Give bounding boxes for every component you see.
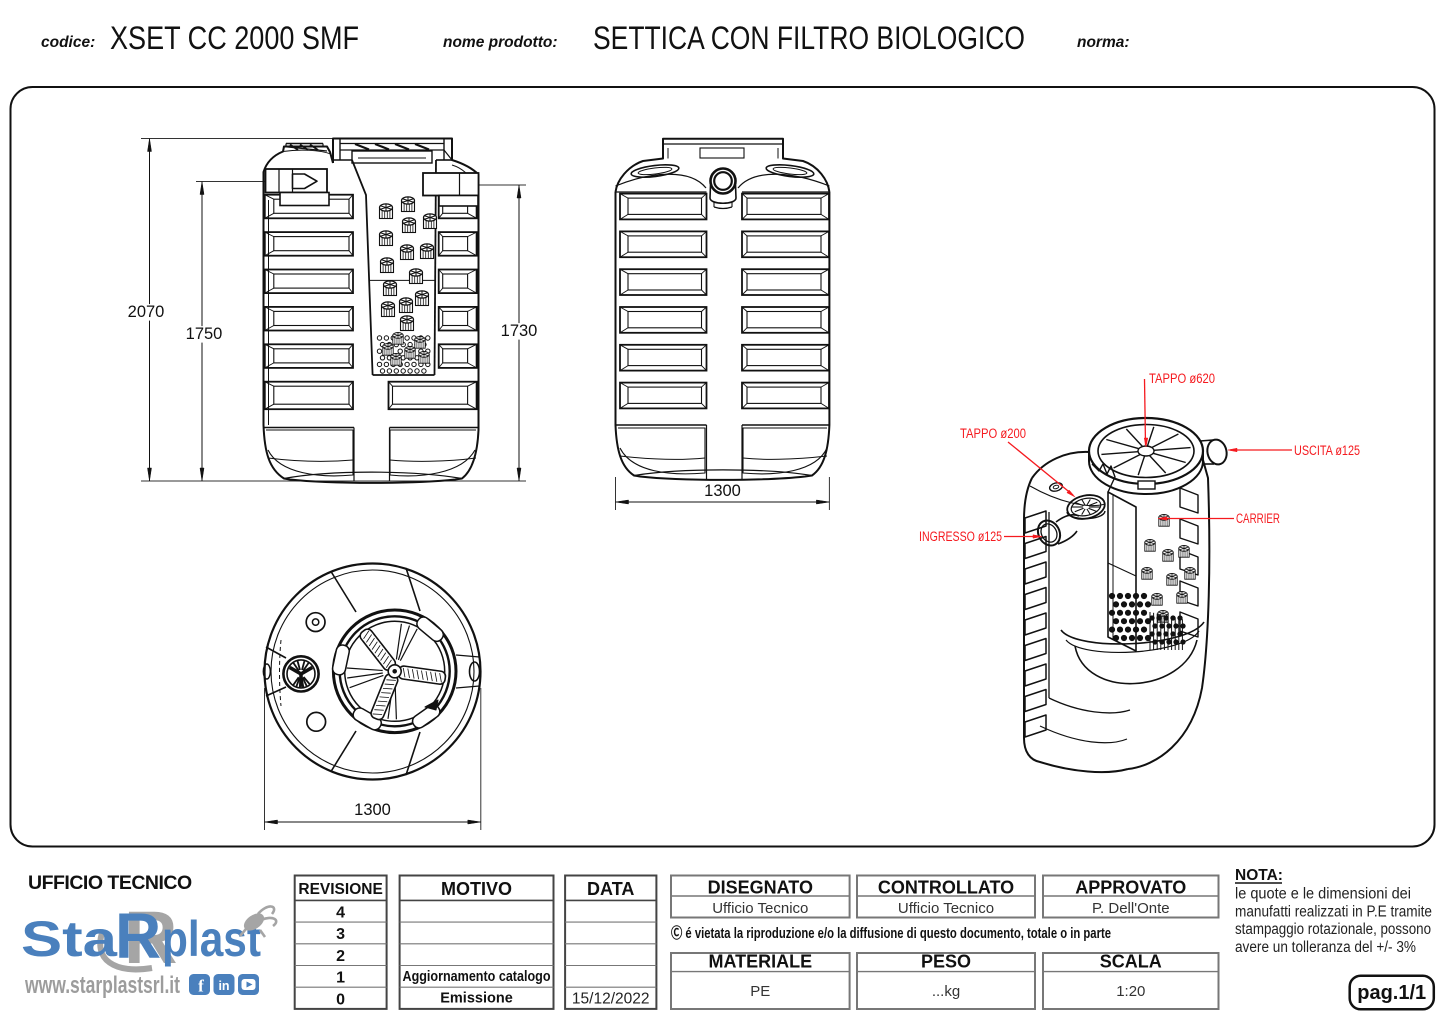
svg-text:norma:: norma: [1077,34,1130,51]
svg-text:DISEGNATO: DISEGNATO [708,878,813,898]
svg-text:nome prodotto:: nome prodotto: [443,34,558,51]
svg-text:1:20: 1:20 [1116,983,1145,1000]
svg-text:CARRIER: CARRIER [1236,511,1280,526]
svg-text:PESO: PESO [921,952,971,972]
svg-text:3: 3 [336,926,345,943]
svg-text:1300: 1300 [354,801,391,819]
svg-text:manufatti realizzati in P.E tr: manufatti realizzati in P.E tramite [1235,903,1432,920]
svg-text:Ufficio Tecnico: Ufficio Tecnico [898,900,994,917]
svg-text:USCITA ø125: USCITA ø125 [1294,443,1360,458]
svg-text:le quote e le dimensioni dei: le quote e le dimensioni dei [1235,886,1411,903]
svg-text:codice:: codice: [41,34,95,51]
svg-text:in: in [218,979,229,993]
svg-text:P. Dell'Onte: P. Dell'Onte [1092,900,1170,917]
svg-text:INGRESSO ø125: INGRESSO ø125 [919,529,1002,544]
svg-text:PE: PE [750,983,770,1000]
svg-text:Ⓒ é vietata la riproduzione e/: Ⓒ é vietata la riproduzione e/o la diffu… [671,924,1111,942]
svg-text:XSET CC 2000 SMF: XSET CC 2000 SMF [110,20,359,56]
svg-text:2: 2 [336,948,345,965]
svg-text:SETTICA CON FILTRO BIOLOGICO: SETTICA CON FILTRO BIOLOGICO [593,20,1025,56]
svg-text:TAPPO ø200: TAPPO ø200 [960,426,1026,441]
svg-text:www.starplastsrl.it: www.starplastsrl.it [24,972,180,999]
svg-text:pag.1/1: pag.1/1 [1357,982,1426,1004]
svg-text:APPROVATO: APPROVATO [1075,878,1186,898]
svg-text:0: 0 [336,991,345,1008]
svg-text:2070: 2070 [128,303,165,321]
svg-text:Emissione: Emissione [440,991,513,1007]
svg-text:Sta: Sta [21,911,118,967]
svg-text:R: R [124,896,177,979]
svg-text:1300: 1300 [704,482,741,500]
svg-text:...kg: ...kg [932,983,960,1000]
svg-text:1750: 1750 [186,325,223,343]
svg-text:NOTA:: NOTA: [1235,867,1283,884]
svg-text:Ufficio Tecnico: Ufficio Tecnico [712,900,808,917]
svg-text:REVISIONE: REVISIONE [298,881,382,898]
svg-text:Aggiornamento catalogo: Aggiornamento catalogo [403,968,551,985]
svg-text:DATA: DATA [587,879,634,899]
svg-text:R: R [115,900,161,972]
svg-text:avere un tolleranza del +/- 3%: avere un tolleranza del +/- 3% [1235,939,1416,956]
svg-text:SCALA: SCALA [1100,952,1162,972]
svg-text:4: 4 [336,905,345,922]
svg-text:1730: 1730 [501,322,538,340]
svg-text:15/12/2022: 15/12/2022 [572,991,650,1008]
svg-text:plast: plast [162,911,261,967]
svg-text:CONTROLLATO: CONTROLLATO [878,878,1014,898]
svg-text:1: 1 [336,970,345,987]
svg-text:f: f [198,977,204,996]
svg-text:MATERIALE: MATERIALE [708,952,812,972]
svg-text:MOTIVO: MOTIVO [441,879,512,899]
svg-text:UFFICIO TECNICO: UFFICIO TECNICO [28,872,192,894]
svg-text:stampaggio rotazionale, posson: stampaggio rotazionale, possono [1235,921,1431,938]
svg-text:TAPPO ø620: TAPPO ø620 [1149,371,1215,386]
